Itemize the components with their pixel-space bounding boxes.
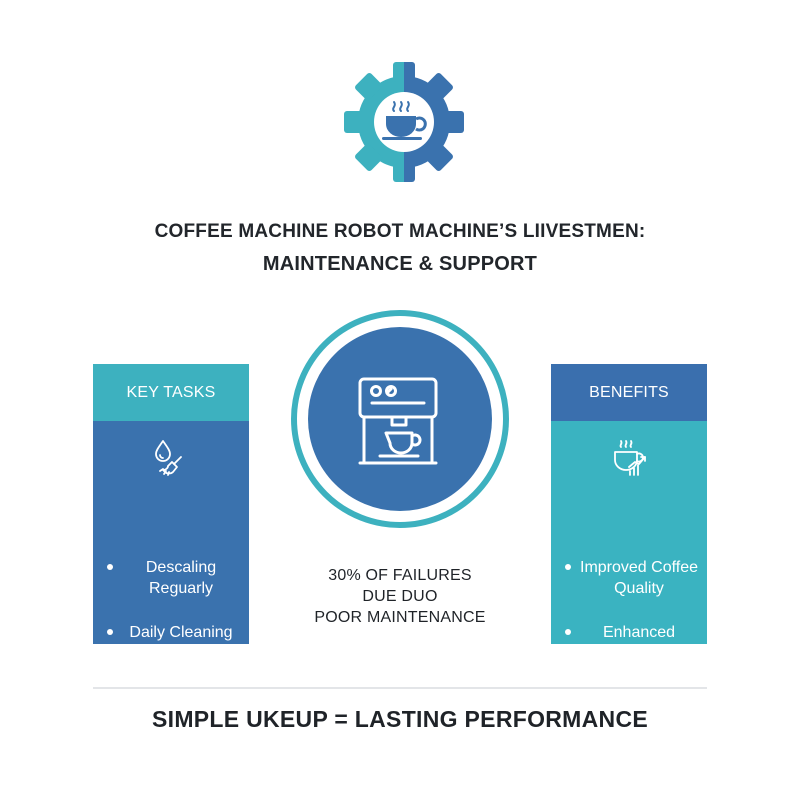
key-tasks-heading: KEY TASKS: [93, 364, 249, 421]
list-item: Improved Coffee Quality: [551, 557, 707, 599]
divider: [93, 687, 707, 689]
gear-coffee-cup-icon: [344, 62, 464, 182]
benefit-label: Improved Coffee Quality: [580, 559, 698, 597]
tagline: SIMPLE UKEUP = LASTING PERFORMANCE: [151, 706, 649, 732]
failure-stat: 30% OF FAILURES DUE DUO POOR MAINTENANCE: [250, 565, 550, 628]
page-title-line1: COFFEE MACHINE ROBOT MACHINE’S LIIVESTME…: [154, 221, 646, 242]
benefits-body: Improved Coffee Quality Enhanced Efficie…: [551, 421, 707, 662]
coffee-cup-growth-icon: [614, 440, 646, 476]
espresso-machine-icon: [358, 377, 438, 465]
benefits-heading: BENEFITS: [551, 364, 707, 421]
bullet-dot: [565, 629, 571, 635]
key-task-label: Descaling Reguarly: [145, 559, 217, 597]
benefits-panel: BENEFITS Improved Coffee Quality Enhance…: [551, 364, 707, 662]
failure-stat-line3: POOR MAINTENANCE: [314, 609, 486, 626]
failure-stat-line1: 30% OF FAILURES: [328, 567, 472, 584]
failure-stat-line2: DUE DUO: [362, 588, 438, 605]
key-tasks-body: Descaling Reguarly Daily Cleaning: [93, 421, 249, 644]
espresso-machine-circle: [291, 310, 509, 528]
bullet-dot: [107, 564, 113, 570]
key-task-label: Daily Cleaning: [129, 624, 233, 641]
bullet-dot: [565, 564, 571, 570]
list-item: Daily Cleaning: [93, 622, 249, 643]
list-item: Descaling Reguarly: [93, 557, 249, 599]
page-title-line2: MAINTENANCE & SUPPORT: [262, 253, 538, 275]
water-drop-brush-icon: [155, 440, 182, 476]
bullet-dot: [107, 629, 113, 635]
list-item: Enhanced Efficiency: [551, 622, 707, 664]
key-tasks-panel: KEY TASKS Descaling Reguarly Daily Clean…: [93, 364, 249, 644]
benefit-label: Enhanced Efficiency: [602, 624, 676, 662]
